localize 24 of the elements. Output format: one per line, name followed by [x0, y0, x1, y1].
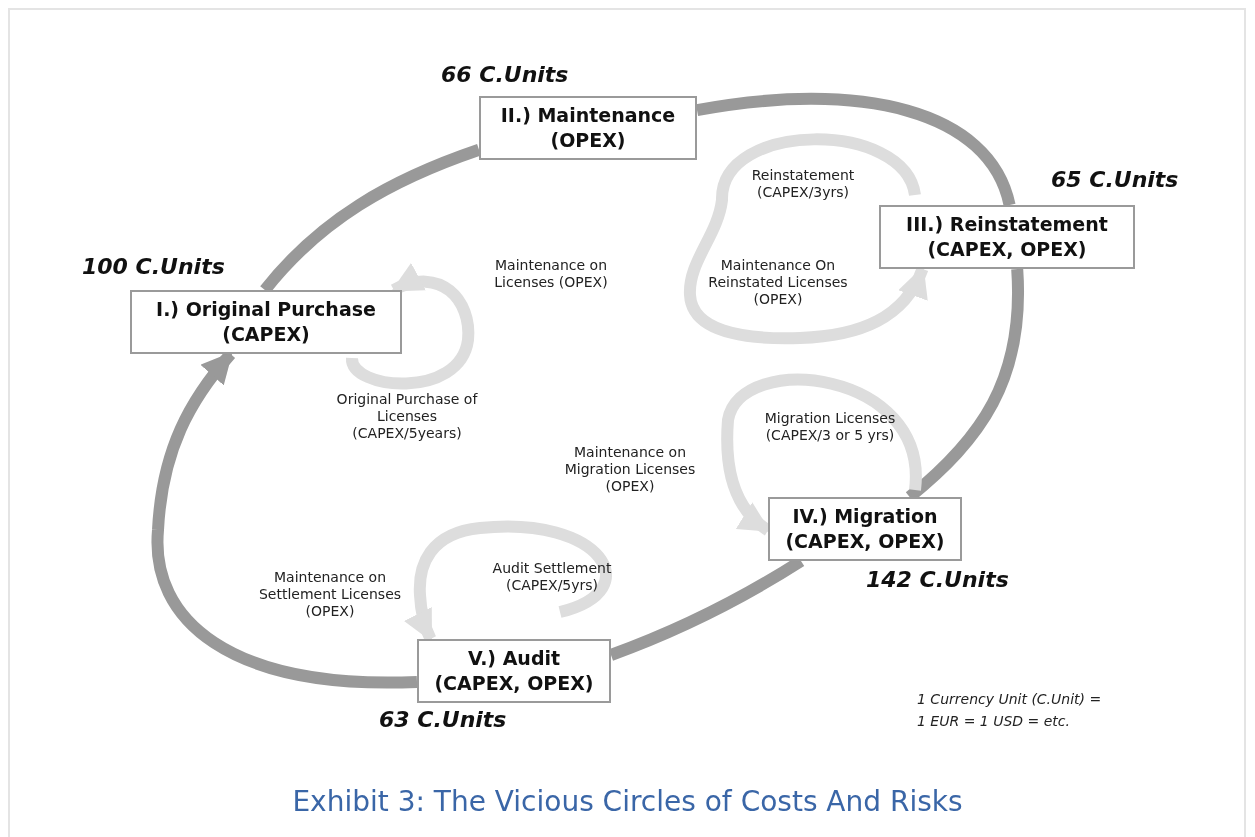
stage-title: I.) Original Purchase (CAPEX): [155, 297, 377, 347]
caption: Exhibit 3: The Vicious Circles of Costs And Risks: [291, 785, 964, 818]
cost-label: 100 C.Units: [82, 254, 225, 279]
arrow: [721, 374, 921, 536]
cost-label: 63 C.Units: [379, 707, 507, 732]
stage-title: V.) Audit (CAPEX, OPEX): [433, 646, 595, 696]
cost-label: 142 C.Units: [866, 567, 1009, 592]
cost-annotation: Maintenance on Settlement Licenses (OPEX): [257, 569, 403, 620]
arrow: [404, 520, 612, 642]
cost-annotation: Original Purchase of Licenses (CAPEX/5years): [335, 391, 479, 442]
stage-title: III.) Reinstatement (CAPEX, OPEX): [905, 212, 1109, 262]
footnote: 1 Currency Unit (C.Unit) = 1 EUR = 1 USD = etc.: [917, 690, 1102, 731]
cost-label: 65 C.Units: [1051, 167, 1179, 192]
stage-title: II.) Maintenance (OPEX): [499, 103, 677, 153]
cost-annotation: Maintenance on Licenses (OPEX): [493, 257, 609, 291]
cost-annotation: Migration Licenses (CAPEX/3 or 5 yrs): [763, 410, 897, 444]
arrow: [684, 133, 929, 345]
arrow: [346, 264, 475, 390]
stage-title: IV.) Migration (CAPEX, OPEX): [784, 504, 946, 554]
cost-annotation: Reinstatement (CAPEX/3yrs): [750, 167, 856, 201]
cost-annotation: Audit Settlement (CAPEX/5yrs): [491, 560, 613, 594]
cost-label: 66 C.Units: [441, 62, 569, 87]
cost-annotation: Maintenance on Migration Licenses (OPEX): [563, 444, 697, 495]
cost-annotation: Maintenance On Reinstated Licenses (OPEX): [707, 257, 849, 308]
